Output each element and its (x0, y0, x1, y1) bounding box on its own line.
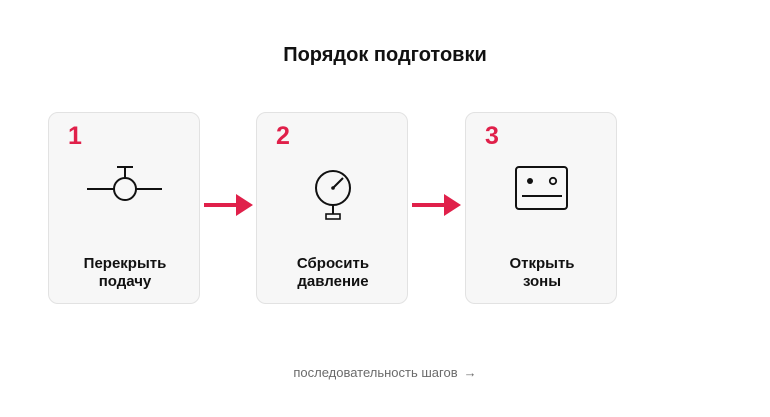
footer-caption: последовательность шагов → (0, 365, 770, 380)
valve-icon (49, 159, 201, 225)
step-label: Перекрыть подачу (83, 255, 167, 290)
step-label: Открыть зоны (509, 255, 575, 290)
step-card-1: 1 Перекрыть подачу (48, 112, 200, 304)
arrow-right-small-icon: → (463, 365, 477, 380)
footer-text: последовательность шагов (293, 365, 458, 380)
arrow-right-icon (204, 194, 254, 216)
page-title: Порядок подготовки (283, 44, 487, 66)
pressure-gauge-icon (257, 159, 409, 225)
step-number: 1 (68, 122, 82, 150)
control-panel-icon (466, 159, 618, 225)
step-card-3: 3 Открыть зоны (465, 112, 617, 304)
step-number: 3 (485, 122, 499, 150)
arrow-right-icon (412, 194, 462, 216)
step-number: 2 (276, 122, 290, 150)
step-label: Сбросить давление (296, 255, 370, 290)
step-card-2: 2 Сбросить давление (256, 112, 408, 304)
